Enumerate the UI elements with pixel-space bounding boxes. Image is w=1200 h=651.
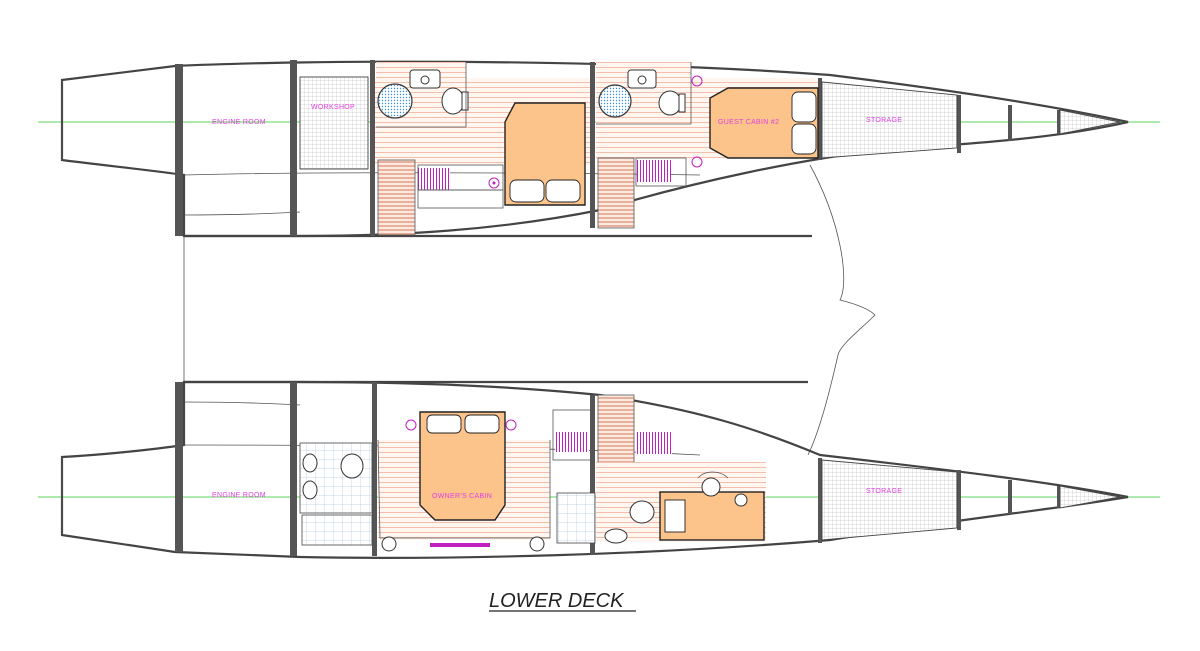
port-stairs	[597, 394, 635, 466]
guest-cabin-label: GUEST CABIN #2	[718, 119, 779, 126]
deck-title: LOWER DECK	[489, 590, 625, 612]
owners-cabin-label: OWNER'S CABIN	[432, 493, 492, 500]
starboard-aft-stairs	[377, 159, 416, 236]
port-storage-mesh	[821, 459, 958, 541]
workshop-label: WORKSHOP	[311, 104, 355, 111]
port-aft-head	[299, 442, 373, 514]
workshop-mesh	[299, 76, 369, 170]
starboard-hull	[60, 60, 1129, 238]
starboard-storage-mesh	[821, 81, 958, 159]
port-aft-shower	[301, 514, 373, 546]
starboard-wardrobe	[418, 168, 450, 190]
bridgedeck-outline	[183, 164, 876, 456]
guest-cabin-stairs	[597, 157, 635, 229]
guest-cabin-bed	[709, 87, 819, 159]
starboard-engine-room-label: ENGINE ROOM	[212, 119, 266, 126]
port-engine-room-label: ENGINE ROOM	[212, 492, 266, 499]
port-forward-head	[556, 492, 596, 544]
starboard-storage-label: STORAGE	[866, 117, 902, 124]
owners-cabin-bed	[419, 411, 506, 521]
port-storage-label: STORAGE	[866, 488, 902, 495]
port-wardrobe	[555, 432, 589, 452]
port-bow-mesh	[1059, 485, 1121, 509]
starboard-bow-mesh	[1059, 109, 1121, 135]
starboard-aft-bed	[504, 102, 586, 206]
